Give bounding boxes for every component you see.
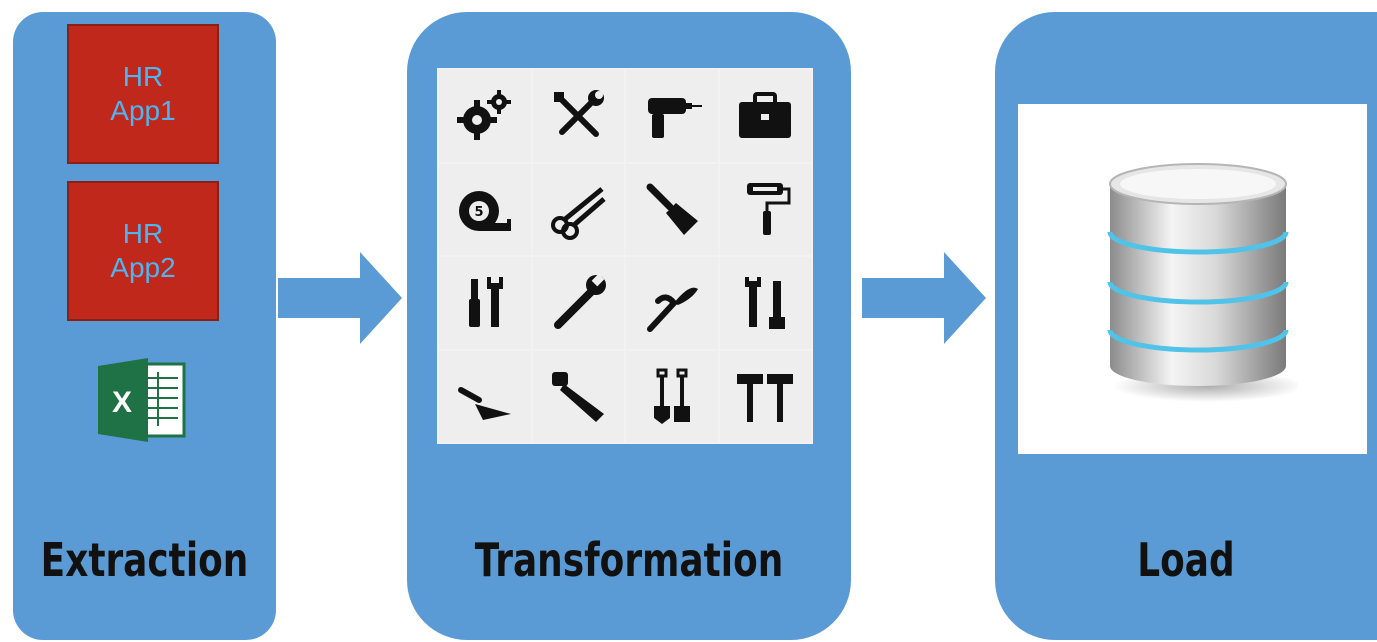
crossed-tools-icon	[532, 70, 624, 162]
source-hr-app2: HR App2	[67, 181, 219, 321]
hammers-icon	[719, 350, 811, 442]
pliers-icon	[626, 257, 718, 349]
load-image-area	[1018, 104, 1367, 454]
paint-brush-icon	[626, 163, 718, 255]
tape-measure-icon: 5	[439, 163, 531, 255]
paint-roller-icon	[719, 163, 811, 255]
database-icon	[1107, 163, 1298, 402]
excel-icon: X	[98, 358, 186, 442]
tape-mark: 5	[474, 205, 483, 220]
trowel-icon	[439, 350, 531, 442]
source-line1: HR	[122, 218, 164, 249]
excel-letter: X	[112, 386, 132, 419]
wrench-icon	[532, 257, 624, 349]
drill-icon	[626, 70, 718, 162]
arrow-right-icon	[862, 252, 986, 344]
stage-label-extraction: Extraction	[40, 533, 249, 587]
source-line2: App1	[110, 95, 176, 126]
arrow-right-icon	[278, 252, 402, 344]
stage-label-load: Load	[1137, 533, 1235, 587]
source-line2: App2	[110, 252, 176, 283]
shovels-icon	[626, 350, 718, 442]
source-hr-app1: HR App1	[67, 24, 219, 164]
scissors-icon	[532, 163, 624, 255]
toolbox-icon	[719, 70, 811, 162]
stage-label-transformation: Transformation	[474, 533, 784, 587]
source-line1: HR	[122, 61, 164, 92]
gears-icon	[439, 70, 531, 162]
tools-grid: 5	[437, 68, 813, 444]
wrench-pair-icon	[719, 257, 811, 349]
saw-icon	[532, 350, 624, 442]
screwdriver-wrench-icon	[439, 257, 531, 349]
